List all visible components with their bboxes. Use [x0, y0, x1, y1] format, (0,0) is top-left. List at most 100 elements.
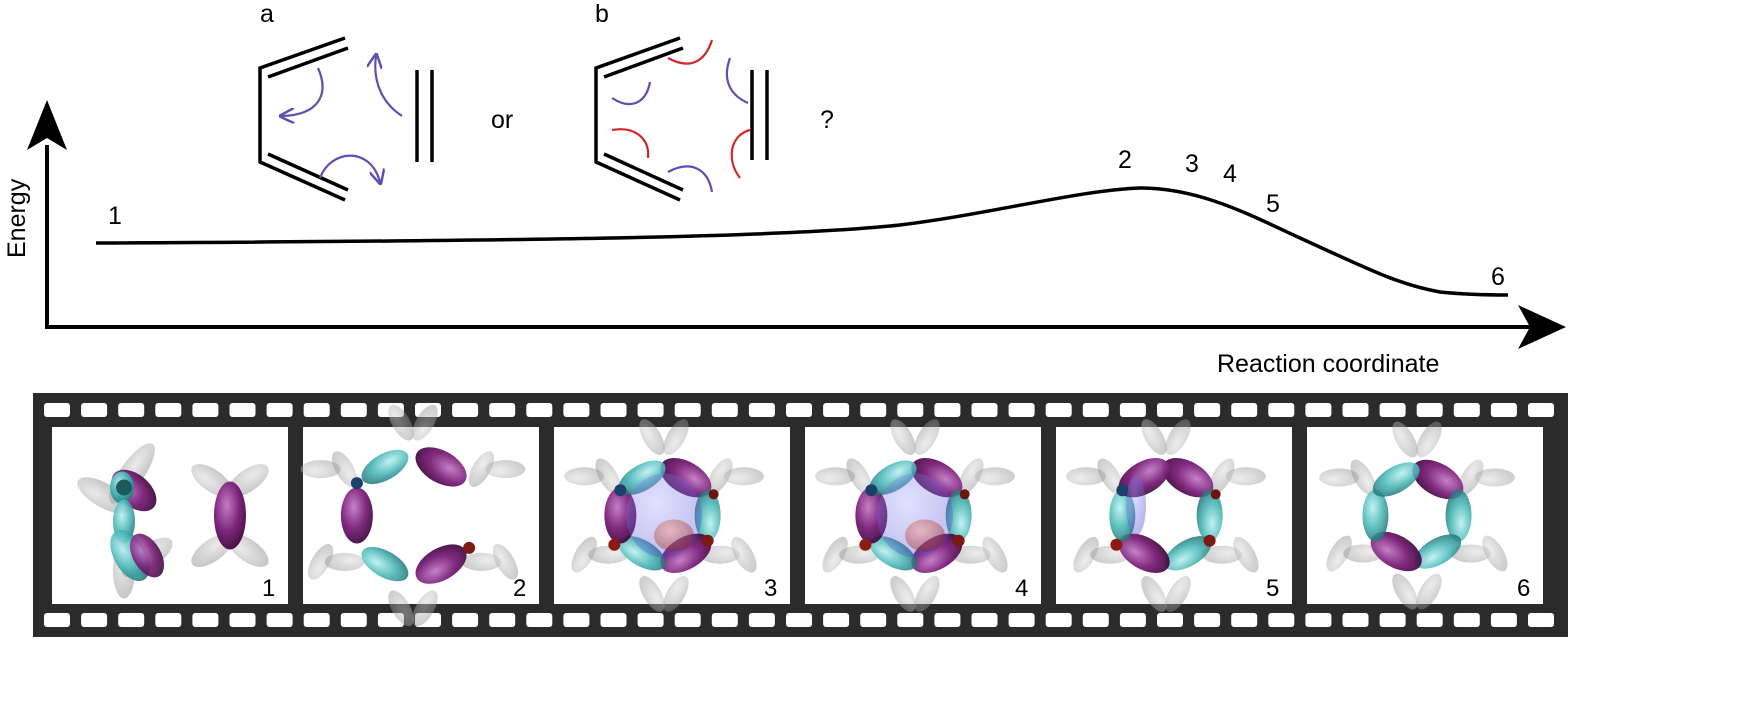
sprocket-hole [1268, 403, 1295, 417]
point-label: 5 [1266, 190, 1280, 218]
molecule-render [1066, 419, 1266, 612]
orbital-lobe [388, 590, 414, 627]
sprocket-hole [1157, 403, 1183, 417]
orbital-lobe [571, 536, 597, 573]
orbital-lobe [654, 519, 694, 552]
ethylene-a [415, 70, 434, 162]
sprocket-hole [1008, 403, 1035, 417]
sprocket-hole [229, 403, 256, 417]
orbital-lobe [1445, 489, 1472, 542]
sprocket-hole [971, 613, 998, 627]
orbital-lobe [1233, 536, 1259, 573]
sprocket-hole [1342, 613, 1369, 627]
frame-number: 4 [1015, 575, 1028, 602]
orbital-lobe [1458, 459, 1484, 496]
orbital-lobe [974, 467, 1015, 486]
fishhook-arrow-icon [611, 128, 650, 159]
molecule-render [815, 419, 1015, 612]
sprocket-hole [526, 613, 553, 627]
film-frame-4: 4 [805, 419, 1041, 612]
orbital-lobe [945, 489, 972, 542]
sprocket-holes [44, 403, 1554, 627]
orbital-lobe [595, 458, 621, 495]
sprocket-hole [192, 403, 219, 417]
orbital-lobe [905, 519, 945, 552]
sprocket-hole [118, 403, 145, 417]
scheme-b-label: b [595, 0, 609, 28]
film-frame-5: 5 [1056, 419, 1292, 612]
fishhook-arrow-icon [725, 57, 749, 105]
atom [1116, 484, 1129, 497]
orbital-lobe [890, 419, 916, 455]
molecule-render [77, 443, 269, 599]
atom [859, 538, 872, 551]
orbital-lobe [869, 460, 917, 495]
sprocket-hole [1231, 403, 1258, 417]
sprocket-hole [1268, 613, 1295, 627]
orbital-lobe [1362, 489, 1389, 542]
orbital-lobe [731, 536, 757, 573]
butadiene-a [258, 36, 349, 202]
film-frame-2: 2 [300, 404, 539, 627]
orbital-lobe [839, 545, 880, 564]
sprocket-hole [1490, 403, 1517, 417]
sprocket-hole [637, 613, 664, 627]
orbital-lobe [361, 546, 409, 582]
orbital-lobe [1126, 475, 1146, 536]
sprocket-hole [1379, 613, 1406, 627]
frame-background [52, 427, 288, 604]
sprocket-hole [674, 613, 701, 627]
electron-arrows-a [282, 56, 403, 182]
fishhook-arrow-icon [611, 81, 652, 106]
sprocket-hole [340, 613, 367, 627]
sprocket-hole [1082, 403, 1109, 417]
scheme-b: b ? [594, 0, 834, 202]
fishhook-arrow-icon [667, 39, 714, 65]
orbital-lobe [1141, 576, 1167, 612]
sprocket-hole [934, 613, 961, 627]
orbital-lobe [982, 536, 1008, 573]
sprocket-hole [1305, 403, 1332, 417]
sprocket-hole [1528, 403, 1554, 417]
orbital-lobe [485, 460, 526, 479]
orbital-lobe [1416, 421, 1442, 458]
orbital-lobe [1326, 535, 1352, 572]
sprocket-hole [563, 613, 590, 627]
sprocket-hole [860, 613, 887, 627]
atom [865, 484, 878, 497]
frame-background [1056, 427, 1292, 604]
sprocket-hole [1379, 403, 1406, 417]
orbital-lobe [412, 590, 438, 627]
fishhook-arrow-icon [730, 128, 751, 179]
sprocket-hole [1045, 613, 1072, 627]
orbital-lobe [958, 458, 984, 495]
x-axis-label: Reaction coordinate [1217, 350, 1439, 378]
orbital-lobe [564, 467, 605, 486]
sprocket-hole [489, 403, 516, 417]
ethylene-b [750, 70, 769, 160]
x-axis-arrowhead-icon [1518, 305, 1566, 349]
orbital-lobe [1450, 544, 1491, 563]
orbital-lobe [1097, 458, 1123, 495]
atom [1203, 534, 1216, 547]
sprocket-hole [1194, 403, 1221, 417]
sprocket-hole [1490, 613, 1517, 627]
orbital-lobe [663, 419, 689, 455]
point-label: 6 [1491, 263, 1505, 291]
sprocket-hole [1008, 613, 1035, 627]
orbital-lobe [1225, 467, 1266, 486]
orbital-lobe [1164, 536, 1212, 571]
orbital-lobe [663, 576, 689, 612]
sprocket-hole [563, 403, 590, 417]
orbital-lobe [461, 552, 502, 571]
orbital-lobe [1414, 534, 1462, 569]
orbital-lobe [300, 460, 341, 479]
atom [1210, 489, 1221, 500]
orbital-lobe [340, 487, 373, 544]
orbital-lobe [707, 458, 733, 495]
frame-background [1307, 427, 1543, 604]
atom [350, 477, 363, 490]
sprocket-hole [155, 403, 182, 417]
orbital-lobe [468, 451, 495, 487]
